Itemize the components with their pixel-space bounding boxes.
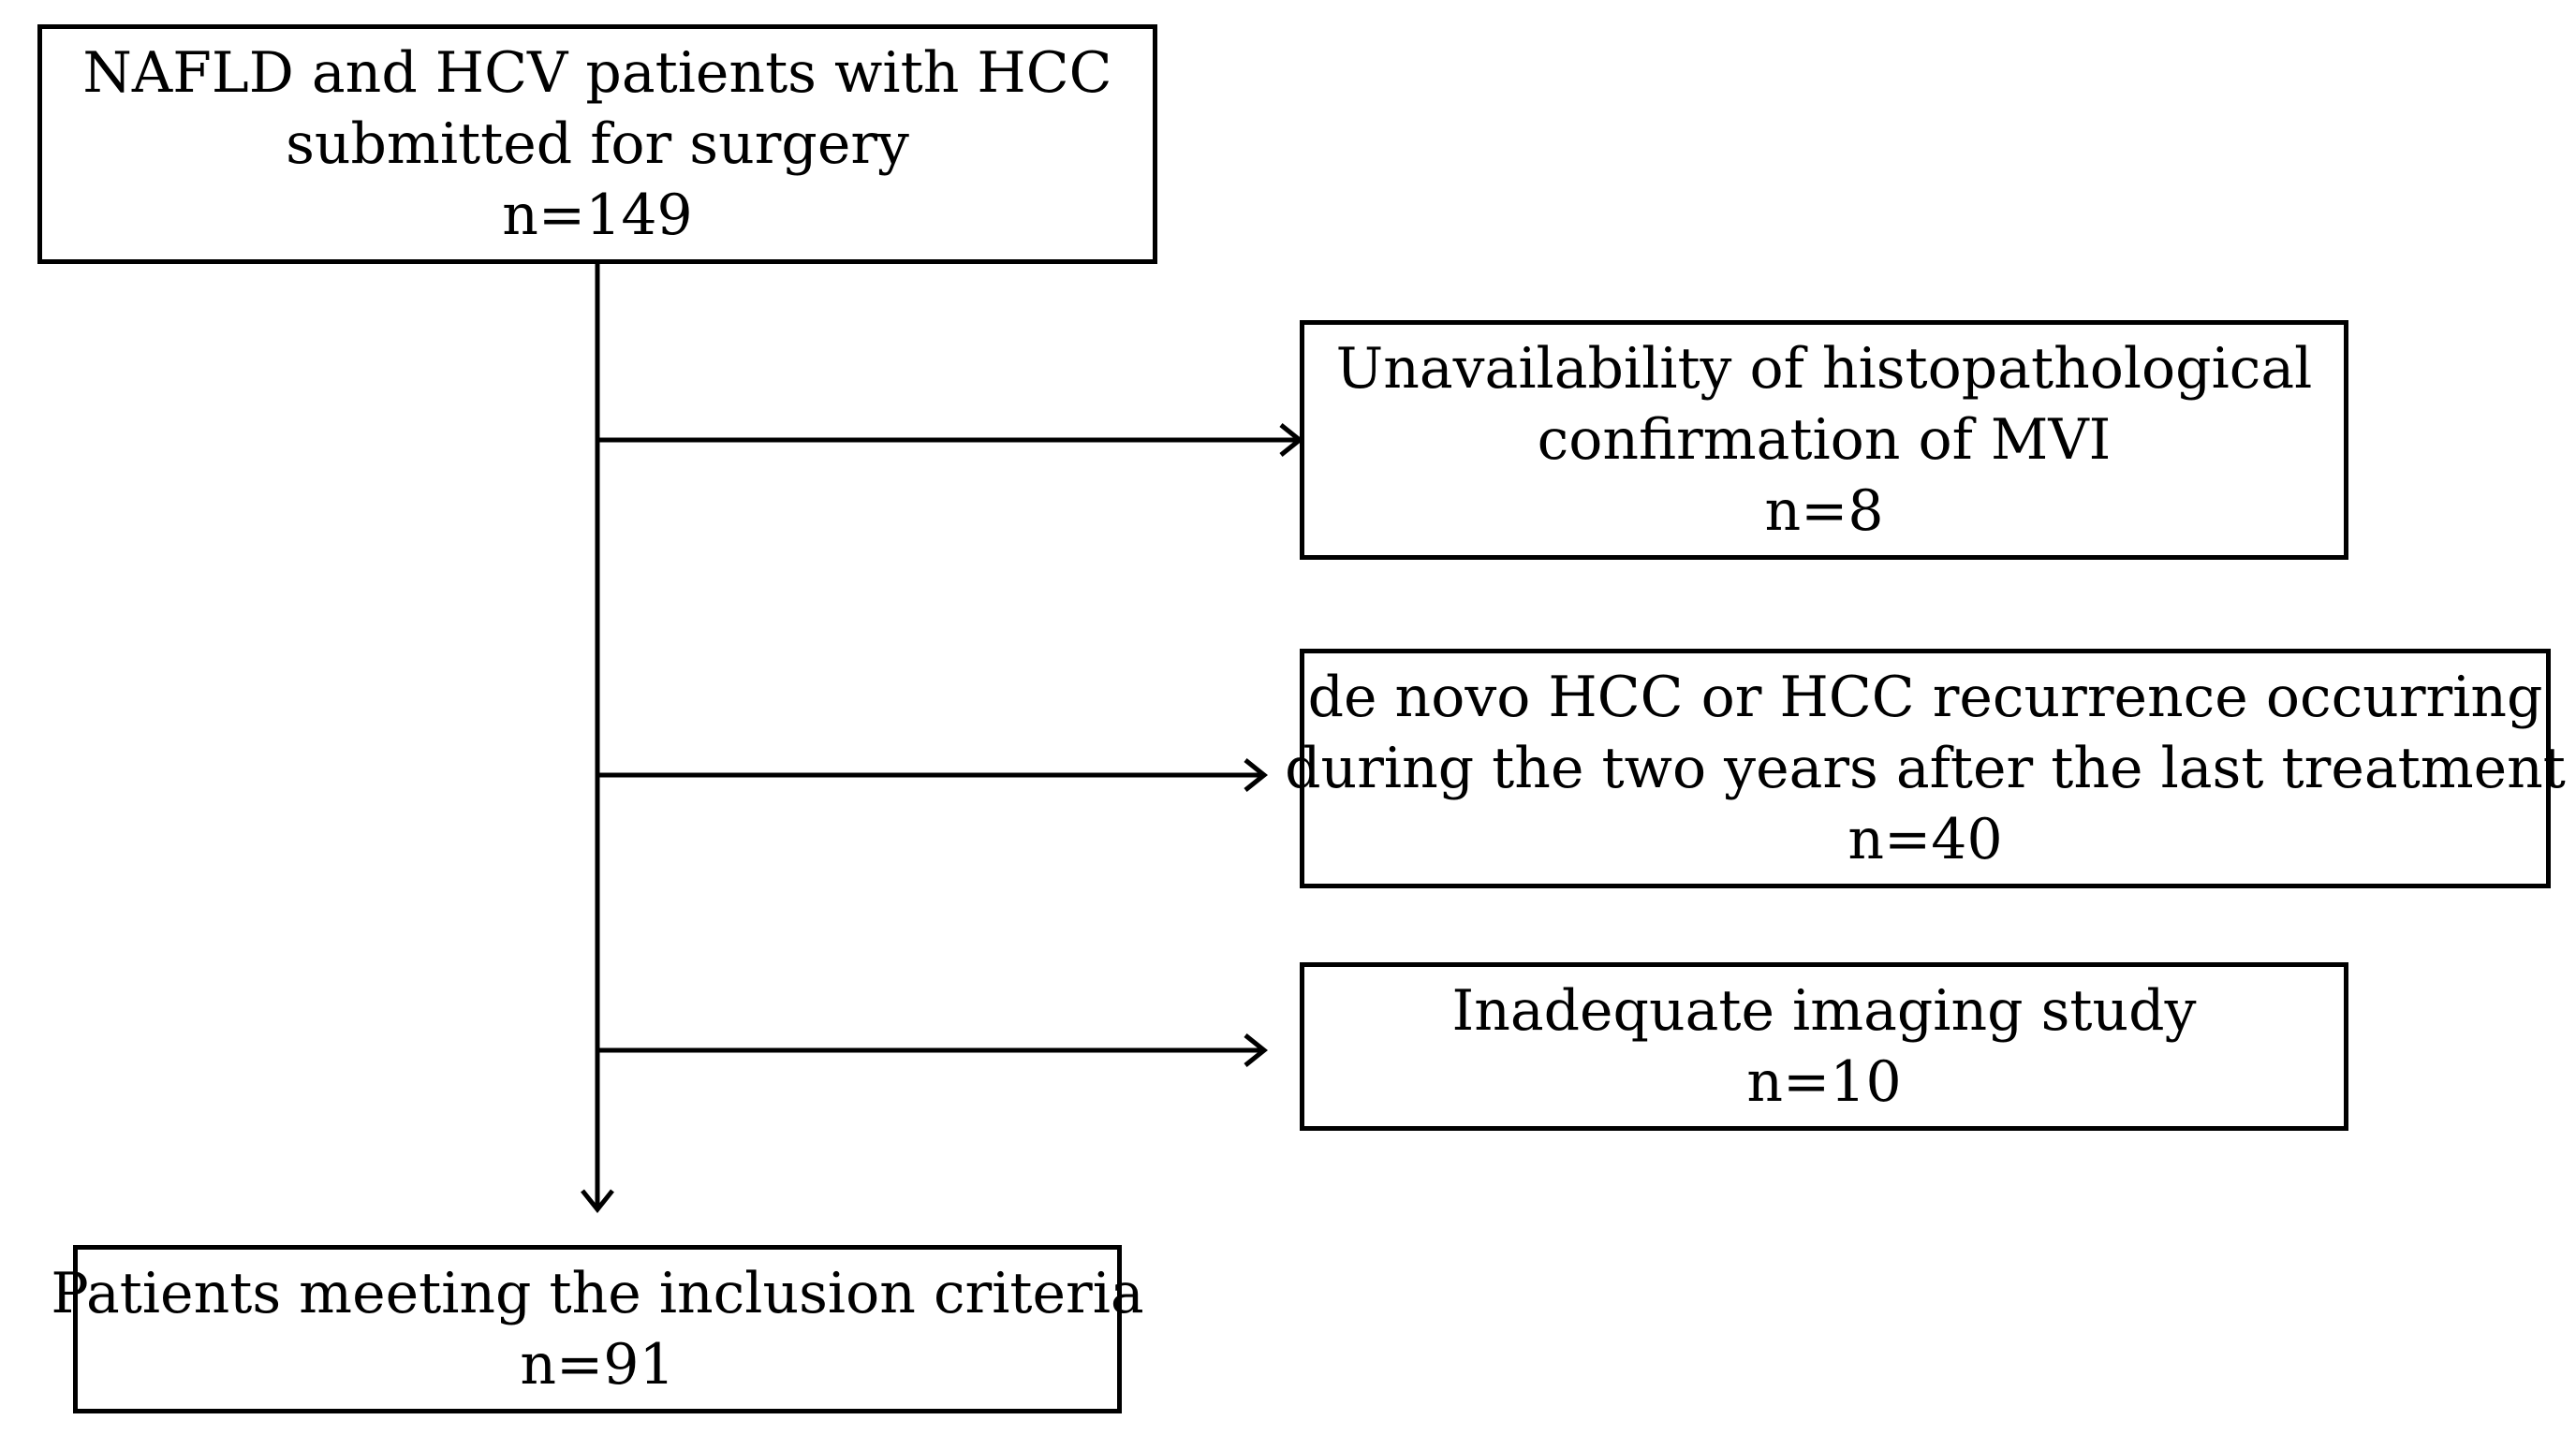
end-text-line-1: Patients meeting the inclusion criteria	[51, 1261, 1144, 1326]
branch-arrowhead-3	[1244, 1033, 1269, 1067]
end-box: Patients meeting the inclusion criteria …	[51, 1245, 1144, 1413]
exclusion-box-2: de novo HCC or HCC recurrence occurring …	[1285, 649, 2566, 888]
start-text-line-1: NAFLD and HCV patients with HCC	[82, 40, 1112, 106]
exclusion-2-count: n=40	[1847, 807, 2003, 872]
exclusion-2-text-line-2: during the two years after the last trea…	[1285, 736, 2566, 801]
exclusion-1-text-line-2: confirmation of MVI	[1537, 407, 2112, 473]
exclusion-box-1: Unavailability of histopathological conf…	[1300, 320, 2348, 560]
start-box: NAFLD and HCV patients with HCC submitte…	[37, 24, 1157, 264]
start-count: n=149	[502, 183, 693, 248]
exclusion-1-text-line-1: Unavailability of histopathological	[1335, 336, 2313, 402]
end-count: n=91	[520, 1332, 675, 1398]
exclusion-1-count: n=8	[1764, 478, 1884, 544]
start-text-line-2: submitted for surgery	[286, 111, 909, 177]
exclusion-3-text-line-1: Inadequate imaging study	[1451, 978, 2197, 1044]
main-arrowhead	[581, 1189, 614, 1214]
exclusion-2-text-line-1: de novo HCC or HCC recurrence occurring	[1307, 665, 2543, 730]
exclusion-3-count: n=10	[1746, 1049, 1902, 1115]
branch-arrowhead-2	[1244, 758, 1269, 792]
exclusion-box-3: Inadequate imaging study n=10	[1300, 962, 2348, 1131]
